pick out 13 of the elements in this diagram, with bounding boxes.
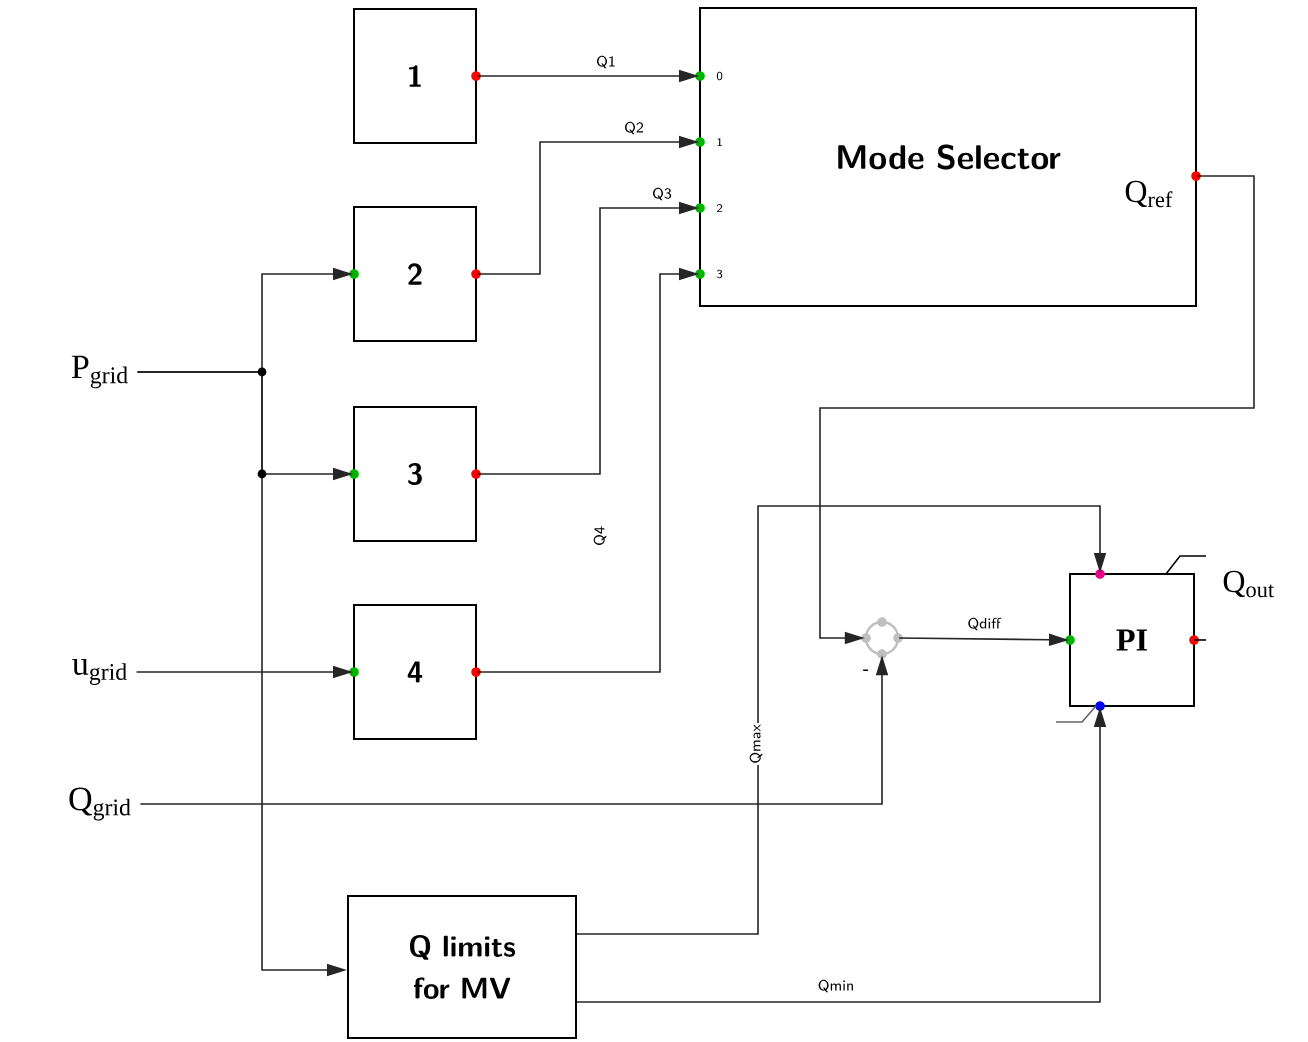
arrow — [576, 505, 1107, 935]
function-block: 3 — [349, 406, 481, 542]
sign-label: - — [862, 669, 869, 671]
function-block: 1 — [353, 8, 481, 144]
output-label: Q$_{out}$ — [1223, 570, 1274, 598]
input-label: u$_{grid}$ — [72, 659, 127, 685]
function-block: 2 — [349, 206, 481, 342]
controller-block: PI — [1055, 555, 1207, 723]
input-label: Q$_{grid}$ — [69, 787, 131, 821]
function-block: 4 — [349, 604, 481, 740]
summing-junction — [861, 617, 903, 659]
limits-block: Q limits for MV — [347, 895, 577, 1039]
input-label: P$_{grid}$ — [71, 355, 128, 389]
